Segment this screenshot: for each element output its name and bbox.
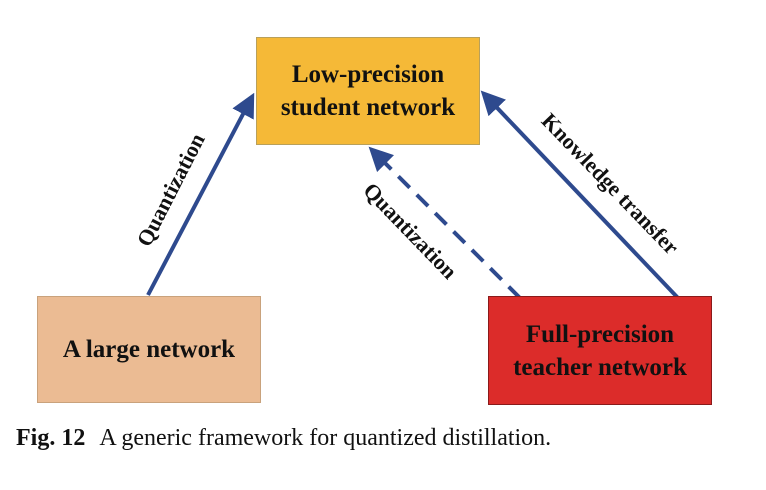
arrow-teacher-to-student [480,90,680,300]
node-large-line1: A large network [62,336,236,363]
node-student-line1: Low-precision [291,61,445,88]
node-student-network: Low-precision student network [256,37,480,145]
node-teacher-line1: Full-precision [525,320,675,348]
figure-number: Fig. 12 [16,425,86,451]
node-teacher-line2: teacher network [513,353,687,381]
node-student-line2: student network [280,94,456,121]
node-teacher-network: Full-precision teacher network [488,296,712,405]
arrow-large-to-student [146,92,255,296]
figure-caption-text: A generic framework for quantized distil… [99,425,552,451]
arrow-teacher-to-student-dashed [368,146,522,300]
figure-caption: Fig. 12 A generic framework for quantized… [16,425,551,452]
node-large-network: A large network [37,296,261,403]
